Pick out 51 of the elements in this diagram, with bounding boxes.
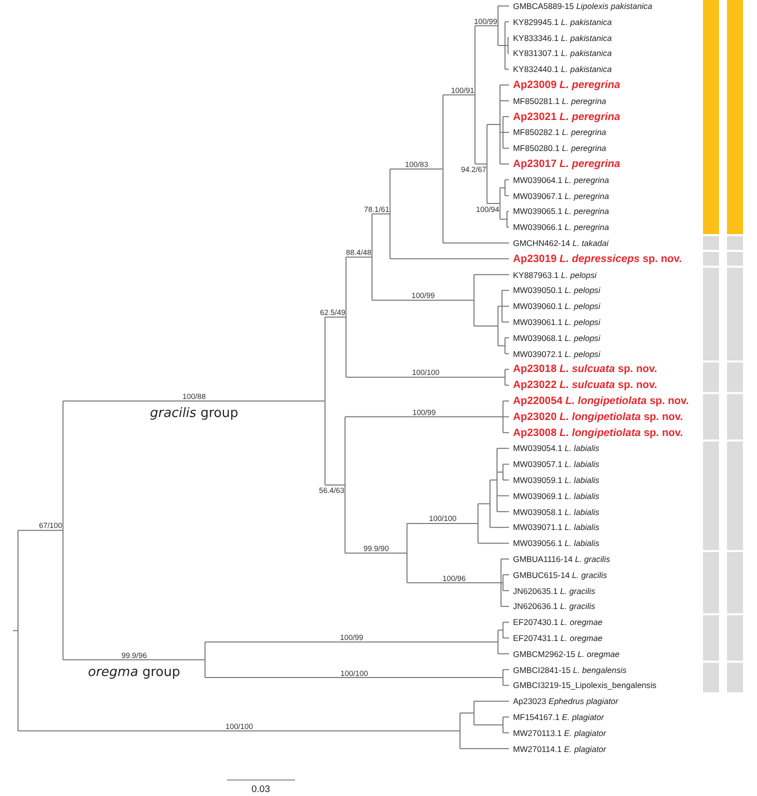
taxon-label: EF207430.1 L. oregmae bbox=[513, 617, 602, 628]
taxon-label: Ap23009 L. peregrina bbox=[513, 79, 620, 91]
taxon-label: MW039071.1 L. labialis bbox=[513, 522, 600, 532]
taxon-label: JN620636.1 L. gracilis bbox=[513, 601, 596, 612]
clade-label: gracilis group bbox=[150, 406, 238, 422]
taxon-label: MF154167.1 E. plagiator bbox=[513, 712, 604, 722]
taxon-label: MW039056.1 L. labialis bbox=[513, 538, 600, 548]
taxon-label: MW039058.1 L. labialis bbox=[513, 506, 600, 517]
taxon-label: Ap23018 L. sulcuata sp. nov. bbox=[513, 363, 658, 376]
taxon-label: KY833346.1 L. pakistanica bbox=[513, 32, 612, 43]
taxon-label: MF850282.1 L. peregrina bbox=[513, 127, 606, 138]
taxon-label: KY829945.1 L. pakistanica bbox=[513, 16, 612, 27]
taxon-label: Ap23020 L. longipetiolata sp. nov. bbox=[513, 410, 683, 423]
scale-value: 0.03 bbox=[252, 784, 270, 795]
taxon-label: GMBCM2962-15 L. oregmae bbox=[513, 648, 620, 659]
taxon-label: Ap23017 L. peregrina bbox=[513, 158, 620, 170]
taxon-label: GMBCI2841-15 L. bengalensis bbox=[513, 664, 626, 675]
taxon-label: MF850280.1 L. peregrina bbox=[513, 143, 606, 154]
taxon-label: Ap23019 L. depressiceps sp. nov. bbox=[513, 252, 682, 265]
taxon-label: MW039066.1 L. peregrina bbox=[513, 222, 609, 232]
taxon-label: MW270113.1 E. plagiator bbox=[513, 728, 606, 738]
taxon-label: MW039050.1 L. pelopsi bbox=[513, 285, 600, 296]
clade-label: oregma group bbox=[88, 664, 180, 680]
taxon-label: Ap23008 L. longipetiolata sp. nov. bbox=[513, 426, 683, 439]
taxon-label: GMBCI3219-15_Lipolexis_bengalensis bbox=[513, 680, 656, 690]
taxon-label: GMBUA1116-14 L. gracilis bbox=[513, 554, 610, 564]
taxon-label: MW039054.1 L. labialis bbox=[513, 443, 600, 454]
taxon-label: JN620635.1 L. gracilis bbox=[513, 586, 596, 596]
taxon-label: Ap23023 Ephedrus plagiator bbox=[513, 696, 618, 706]
taxon-label: GMCHN462-14 L. takadai bbox=[513, 238, 608, 248]
taxon-label: MW039059.1 L. labialis bbox=[513, 475, 600, 485]
taxon-label: GMBCA5889-15 Lipolexis pakistanica bbox=[513, 1, 652, 11]
taxon-label: MW039064.1 L. peregrina bbox=[513, 174, 609, 185]
taxon-label: KY887963.1 L. pelopsi bbox=[513, 270, 597, 280]
taxon-label: MW039067.1 L. peregrina bbox=[513, 190, 609, 201]
taxon-label: MW039072.1 L. pelopsi bbox=[513, 348, 600, 359]
taxon-label: MW270114.1 E. plagiator bbox=[513, 744, 606, 754]
taxon-label: MW039065.1 L. peregrina bbox=[513, 206, 609, 216]
taxon-label: Ap23022 L. sulcuata sp. nov. bbox=[513, 379, 658, 392]
taxon-label: MF850281.1 L. peregrina bbox=[513, 96, 606, 106]
taxon-label: GMBUC615-14 L. gracilis bbox=[513, 570, 608, 580]
taxon-label: Ap23021 L. peregrina bbox=[513, 110, 620, 123]
taxon-label: MW039068.1 L. pelopsi bbox=[513, 332, 600, 343]
taxon-label: EF207431.1 L. oregmae bbox=[513, 633, 602, 643]
taxon-label: MW039060.1 L. pelopsi bbox=[513, 301, 600, 312]
taxon-label: KY832440.1 L. pakistanica bbox=[513, 64, 612, 74]
taxon-label: MW039057.1 L. labialis bbox=[513, 459, 600, 470]
taxon-label: MW039069.1 L. labialis bbox=[513, 490, 600, 501]
taxon-label: KY831307.1 L. pakistanica bbox=[513, 48, 612, 58]
taxon-label: MW039061.1 L. pelopsi bbox=[513, 317, 600, 327]
taxon-label: Ap220054 L. longipetiolata sp. nov. bbox=[513, 395, 689, 407]
